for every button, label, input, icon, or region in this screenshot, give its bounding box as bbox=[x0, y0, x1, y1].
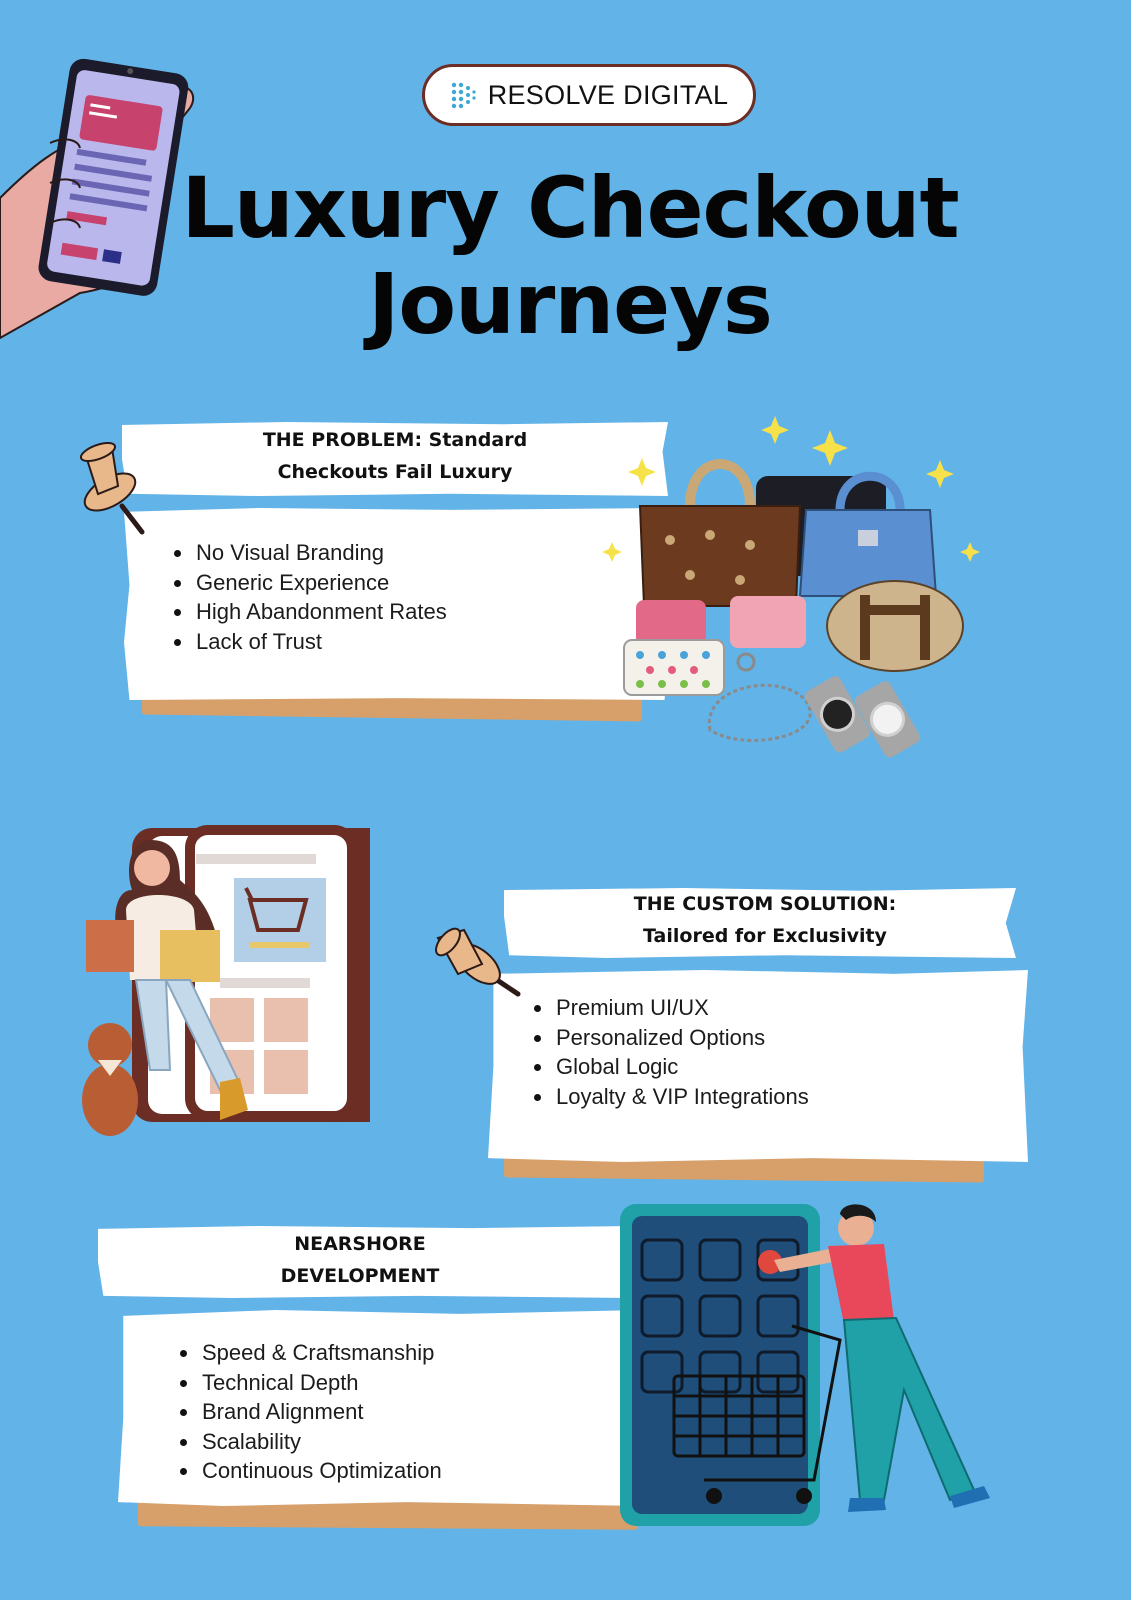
solution-bullet-list: Premium UI/UX Personalized Options Globa… bbox=[534, 993, 809, 1111]
page-title-line-1: Luxury Checkout bbox=[181, 159, 959, 257]
nearshore-bullet-list: Speed & Craftsmanship Technical Depth Br… bbox=[180, 1338, 442, 1486]
list-item: Personalized Options bbox=[534, 1023, 809, 1053]
solution-title: THE CUSTOM SOLUTION: Tailored for Exclus… bbox=[520, 888, 1010, 952]
nearshore-body-paper bbox=[118, 1310, 644, 1506]
solution-title-line-1: THE CUSTOM SOLUTION: bbox=[633, 893, 897, 915]
solution-title-paper bbox=[504, 888, 1016, 958]
list-item: Speed & Craftsmanship bbox=[180, 1338, 442, 1368]
phone-in-hand-illustration bbox=[0, 58, 195, 340]
list-item: Scalability bbox=[180, 1427, 442, 1457]
luxury-bags-illustration bbox=[602, 416, 980, 758]
push-pin-icon bbox=[79, 441, 145, 535]
list-item: Premium UI/UX bbox=[534, 993, 809, 1023]
list-item: Technical Depth bbox=[180, 1368, 442, 1398]
list-item: Loyalty & VIP Integrations bbox=[534, 1082, 809, 1112]
list-item: No Visual Branding bbox=[174, 538, 447, 568]
nearshore-title: NEARSHORE DEVELOPMENT bbox=[160, 1228, 560, 1292]
nearshore-title-line-1: NEARSHORE bbox=[294, 1233, 426, 1255]
push-pin-icon bbox=[435, 927, 521, 997]
solution-body-paper bbox=[488, 970, 1028, 1162]
problem-bullet-list: No Visual Branding Generic Experience Hi… bbox=[174, 538, 447, 656]
list-item: High Abandonment Rates bbox=[174, 597, 447, 627]
page-title-line-2: Journeys bbox=[368, 255, 773, 353]
brand-name: RESOLVE DIGITAL bbox=[487, 79, 729, 110]
brand-badge: RESOLVE DIGITAL bbox=[422, 64, 756, 126]
problem-title: THE PROBLEM: Standard Checkouts Fail Lux… bbox=[160, 424, 630, 488]
problem-title-line-2: Checkouts Fail Luxury bbox=[277, 461, 513, 483]
problem-title-paper bbox=[122, 422, 668, 496]
nearshore-title-line-2: DEVELOPMENT bbox=[280, 1265, 440, 1287]
problem-body-paper bbox=[124, 508, 670, 700]
shopper-with-dog-illustration bbox=[82, 825, 370, 1136]
nearshore-title-paper bbox=[98, 1226, 632, 1298]
list-item: Continuous Optimization bbox=[180, 1456, 442, 1486]
solution-title-line-2: Tailored for Exclusivity bbox=[643, 925, 887, 947]
list-item: Global Logic bbox=[534, 1052, 809, 1082]
shopper-with-cart-illustration bbox=[620, 1204, 990, 1526]
list-item: Brand Alignment bbox=[180, 1397, 442, 1427]
page-title: Luxury Checkout Journeys bbox=[140, 160, 1000, 352]
list-item: Generic Experience bbox=[174, 568, 447, 598]
brand-logo-icon bbox=[451, 82, 476, 109]
problem-title-line-1: THE PROBLEM: Standard bbox=[262, 429, 528, 451]
list-item: Lack of Trust bbox=[174, 627, 447, 657]
